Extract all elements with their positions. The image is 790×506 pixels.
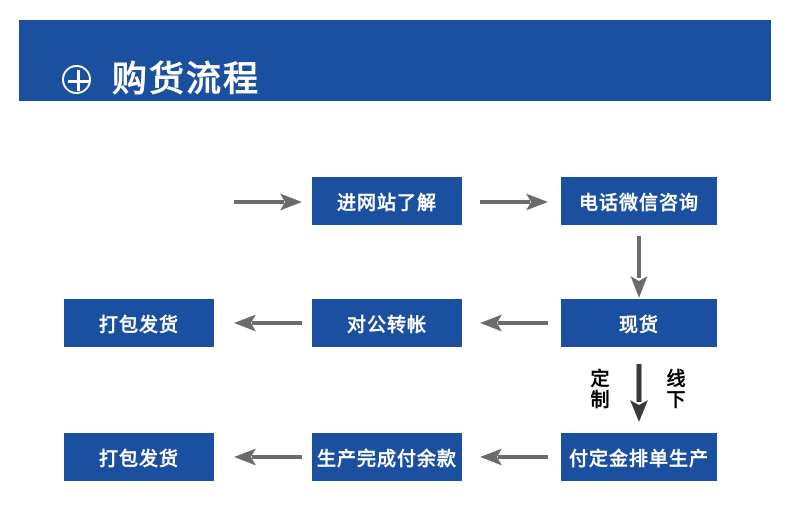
page-title: 购货流程 [112,60,261,99]
node-visit-website[interactable]: 进网站了解 [312,177,462,225]
arrow-balance-to-ship [232,445,304,469]
title-underline [112,106,318,108]
node-pack-and-ship-2[interactable]: 打包发货 [64,433,214,481]
arrow-stock-to-transfer [478,311,550,335]
arrow-consult-to-stock [627,234,651,300]
node-bank-transfer[interactable]: 对公转帐 [312,299,462,347]
arrow-to-visit-website [232,190,304,214]
node-in-stock[interactable]: 现货 [561,299,717,347]
arrow-transfer-to-ship [232,311,304,335]
node-pay-balance-after-production[interactable]: 生产完成付余款 [312,433,462,481]
plus-circle-icon [62,65,95,98]
label-custom: 定制 [590,369,610,411]
label-offline: 线下 [666,369,686,411]
header-banner: 购货流程 [19,20,771,108]
node-deposit-production[interactable]: 付定金排单生产 [561,433,717,481]
node-pack-and-ship-1[interactable]: 打包发货 [64,299,214,347]
arrow-deposit-to-balance [478,445,550,469]
node-phone-wechat-consult[interactable]: 电话微信咨询 [561,177,717,225]
arrow-visit-to-consult [478,190,550,214]
arrow-stock-to-deposit [627,362,651,424]
